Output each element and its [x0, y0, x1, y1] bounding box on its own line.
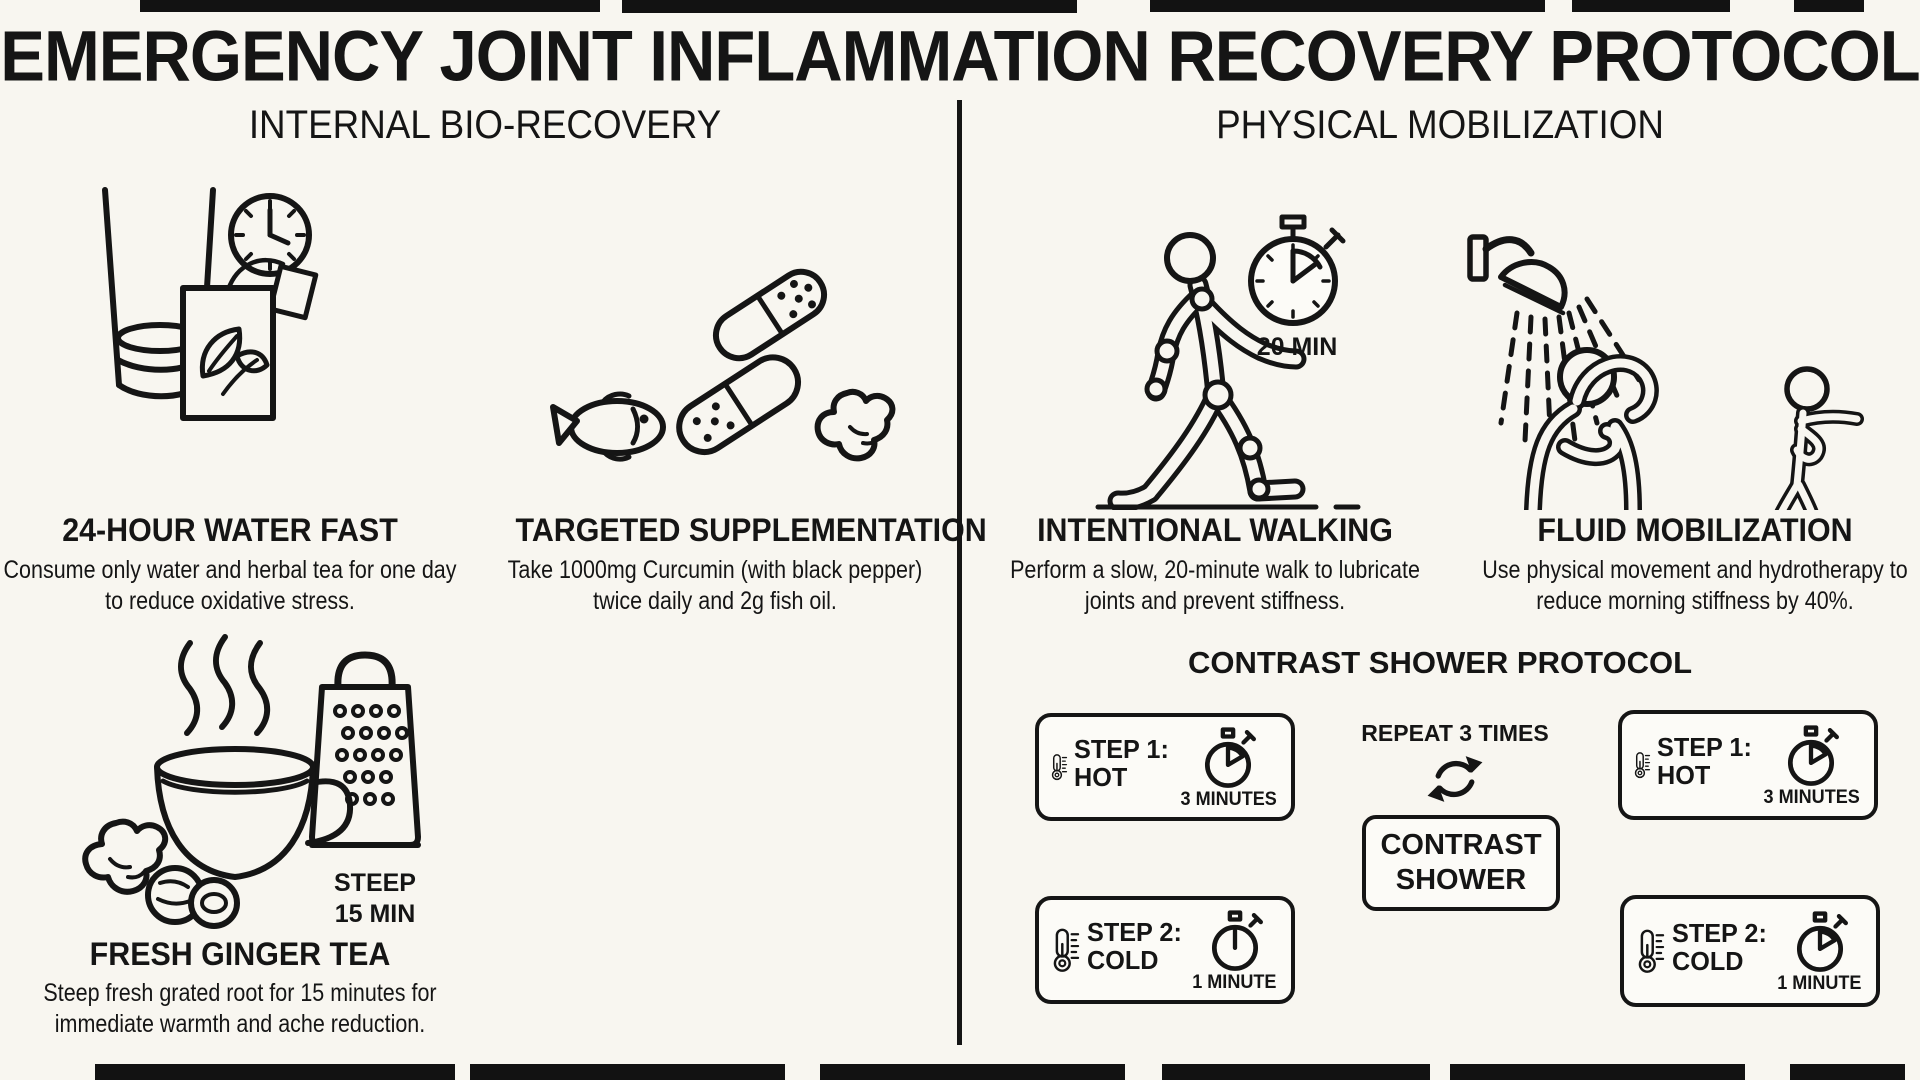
crop-artifact-bar [1150, 0, 1545, 12]
step-cold-duration: 1 MINUTE [1777, 973, 1862, 994]
crop-artifact-bar [1572, 0, 1730, 12]
walking-item: INTENTIONAL WALKING Perform a slow, 20-m… [1005, 512, 1425, 617]
column-divider [957, 100, 962, 1045]
crop-artifact-bar [1790, 1064, 1905, 1080]
step-cold-box: STEP 2: COLD 1 MINUTE [1035, 896, 1295, 1004]
thermometer-icon [1634, 752, 1651, 779]
contrast-protocol-header: CONTRAST SHOWER PROTOCOL [1187, 645, 1693, 680]
water-fast-description: Consume only water and herbal tea for on… [3, 556, 457, 615]
left-column-header: INTERNAL BIO-RECOVERY [248, 103, 722, 147]
step-cold-label: STEP 2: [1671, 917, 1767, 948]
ginger-tea-title: FRESH GINGER TEA [89, 936, 391, 972]
crop-artifact-bar [95, 1064, 455, 1080]
page-title: EMERGENCY JOINT INFLAMMATION RECOVERY PR… [0, 17, 1920, 97]
crop-artifact-bar [1450, 1064, 1745, 1080]
step-cold-temp: COLD [1086, 945, 1158, 975]
step-hot-label: STEP 1: [1656, 731, 1752, 762]
crop-artifact-bar [140, 0, 600, 12]
crop-artifact-bar [1794, 0, 1864, 12]
contrast-box-line1: CONTRAST [1380, 829, 1542, 862]
crop-artifact-bar [470, 1064, 785, 1080]
repeat-label: REPEAT 3 TIMES [1361, 720, 1549, 746]
walking-timer-label: 20 MIN [1256, 333, 1338, 361]
step-hot-temp: HOT [1073, 762, 1128, 792]
step-cold-box: STEP 2: COLD 1 MINUTE [1620, 895, 1880, 1007]
fluid-mobilization-item: FLUID MOBILIZATION Use physical movement… [1482, 512, 1907, 617]
supplementation-item: TARGETED SUPPLEMENTATION Take 1000mg Cur… [505, 512, 987, 617]
steep-note-line1: STEEP [334, 869, 416, 897]
contrast-box-line2: SHOWER [1395, 864, 1527, 896]
step-hot-temp: HOT [1656, 760, 1711, 790]
water-fast-item: 24-HOUR WATER FAST Consume only water an… [4, 512, 457, 617]
cycle-arrows-icon [1427, 756, 1483, 802]
steep-note-line2: 15 MIN [334, 900, 416, 928]
steep-note: STEEP 15 MIN [325, 868, 425, 930]
walking-title: INTENTIONAL WALKING [1037, 512, 1393, 548]
step-cold-temp: COLD [1671, 946, 1743, 976]
walking-description: Perform a slow, 20-minute walk to lubric… [1010, 556, 1420, 615]
crop-artifact-bar [622, 0, 1077, 13]
supplementation-description: Take 1000mg Curcumin (with black pepper)… [507, 556, 923, 615]
step-hot-box: STEP 1: HOT 3 MINUTES [1618, 710, 1878, 820]
fluid-mobilization-description: Use physical movement and hydrotherapy t… [1482, 556, 1908, 615]
thermometer-icon [1053, 928, 1080, 972]
shower-hydrotherapy-figures-icon [1467, 234, 1864, 510]
thermometer-icon [1051, 754, 1068, 781]
water-glass-teabag-clock-icon [102, 187, 319, 421]
step-cold-label: STEP 2: [1086, 916, 1182, 947]
stopwatch-icon [1211, 910, 1263, 971]
fluid-mobilization-title: FLUID MOBILIZATION [1537, 512, 1853, 548]
crop-artifact-bar [1162, 1064, 1430, 1080]
walking-figure-joints-icon [1095, 214, 1361, 510]
ginger-tea-item: FRESH GINGER TEA Steep fresh grated root… [30, 936, 450, 1040]
step-cold-duration: 1 MINUTE [1192, 972, 1277, 993]
stopwatch-icon [1796, 911, 1848, 972]
step-hot-box: STEP 1: HOT 3 MINUTES [1035, 713, 1295, 821]
stopwatch-icon [1205, 727, 1257, 788]
step-hot-duration: 3 MINUTES [1763, 787, 1860, 808]
crop-artifact-bar [820, 1064, 1125, 1080]
contrast-shower-box: CONTRAST SHOWER [1362, 815, 1560, 911]
ginger-tea-description: Steep fresh grated root for 15 minutes f… [43, 979, 437, 1038]
step-hot-duration: 3 MINUTES [1180, 789, 1277, 810]
steaming-tea-grater-ginger-icon [82, 634, 421, 929]
water-fast-title: 24-HOUR WATER FAST [62, 512, 398, 548]
stopwatch-icon [1788, 725, 1840, 786]
right-column-header: PHYSICAL MOBILIZATION [1216, 103, 1664, 147]
fish-capsules-ginger-icon [550, 268, 896, 462]
thermometer-icon [1638, 929, 1665, 973]
supplementation-title: TARGETED SUPPLEMENTATION [515, 512, 987, 548]
step-hot-label: STEP 1: [1073, 733, 1169, 764]
